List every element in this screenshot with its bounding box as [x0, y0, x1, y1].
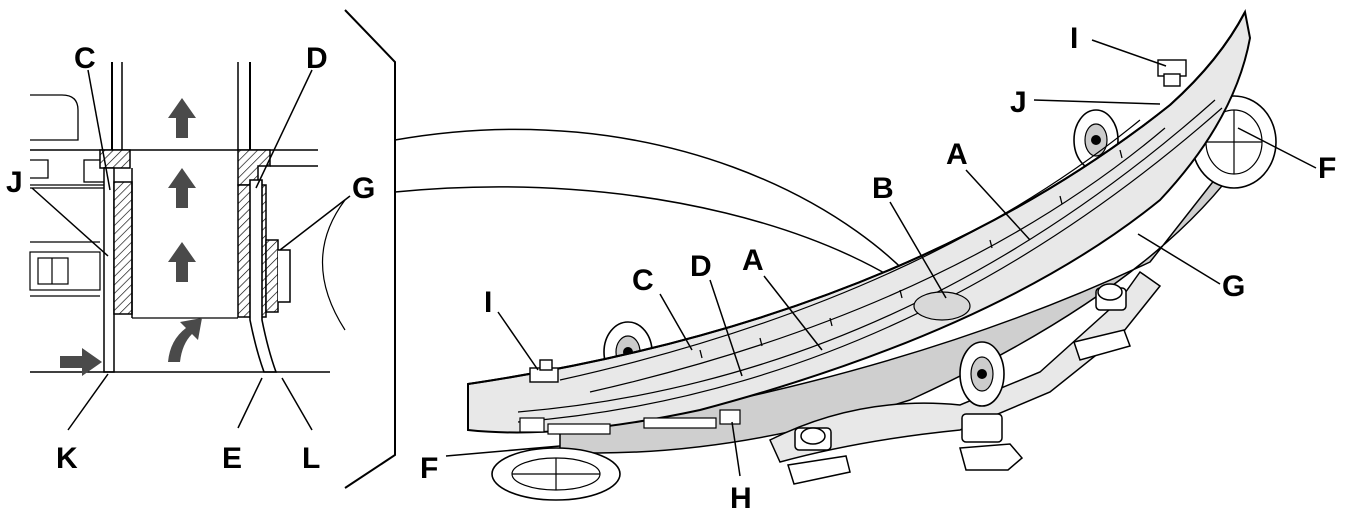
label-inset-k: K	[56, 442, 78, 475]
label-main-i-top: I	[1070, 22, 1078, 55]
clamp-knob-left	[787, 427, 851, 485]
roller-wheel-center	[959, 341, 1005, 407]
label-inset-j: J	[6, 166, 23, 199]
wheel-left-front	[491, 447, 621, 501]
airflow-arrow-curved	[168, 318, 202, 362]
airflow-arrow-3	[168, 242, 196, 282]
label-main-f-left: F	[420, 452, 438, 485]
label-main-g: G	[1222, 270, 1245, 303]
clamp-knob-right	[1073, 283, 1131, 361]
suction-port	[913, 291, 971, 321]
label-main-b: B	[872, 172, 894, 205]
callout-labels: C D J G K E L I J F A B G C D A I F H	[6, 22, 1336, 513]
label-main-f-right: F	[1318, 152, 1336, 185]
inset-leader-lines	[31, 69, 351, 431]
label-inset-g: G	[352, 172, 375, 205]
label-main-i-left: I	[484, 286, 492, 319]
clamp-knob-center	[959, 413, 1024, 471]
label-main-a-left: A	[742, 244, 764, 277]
airflow-arrow-inlet	[60, 348, 102, 376]
label-main-j: J	[1010, 86, 1027, 119]
airflow-arrow-2	[168, 168, 196, 208]
airflow-arrows	[60, 98, 202, 376]
squeegee-assembly	[467, 8, 1277, 501]
latch-left	[529, 359, 559, 383]
airflow-arrow-1	[168, 98, 196, 138]
label-inset-c: C	[74, 42, 96, 75]
label-inset-e: E	[222, 442, 242, 475]
label-main-h: H	[730, 482, 752, 513]
main-leader-lines	[445, 39, 1317, 477]
latch-right	[1157, 59, 1187, 87]
label-inset-d: D	[306, 42, 328, 75]
label-main-c: C	[632, 264, 654, 297]
inset-cross-section	[29, 9, 396, 489]
label-inset-l: L	[302, 442, 320, 475]
label-main-a-right: A	[946, 138, 968, 171]
label-main-d: D	[690, 250, 712, 283]
